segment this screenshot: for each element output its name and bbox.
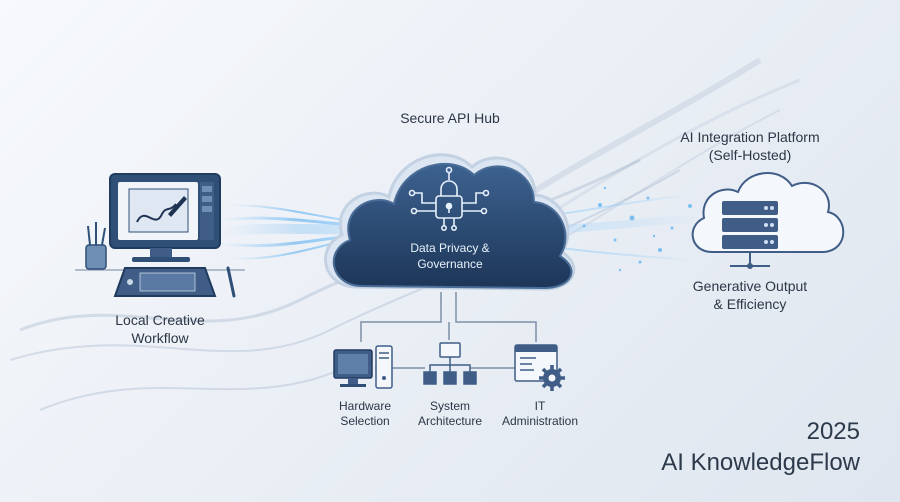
footer-brand: AI KnowledgeFlow [661,449,860,476]
sub-node-it-admin-line1: IT [534,399,546,413]
footer-year: 2025 [806,418,860,445]
hub-title: Secure API Hub [400,110,500,126]
right-node-label: Generative Output & Efficiency [670,277,830,313]
right-node-title-line2: (Self-Hosted) [708,147,792,164]
right-node-label-line2: & Efficiency [713,296,787,313]
sub-node-architecture-label: System Architecture [405,399,495,429]
right-node-title: AI Integration Platform (Self-Hosted) [665,128,835,164]
left-node-label: Local Creative Workflow [90,311,230,347]
sub-node-hardware-label: Hardware Selection [320,399,410,429]
right-node-title-line1: AI Integration Platform [680,129,820,145]
lock-circuit-icon [408,166,490,232]
hierarchy-icon [423,342,477,385]
particle-dots [582,186,692,272]
browser-gear-icon [514,344,565,391]
hub-caption-line1: Data Privacy & [410,241,490,255]
server-cloud-icon [691,172,845,269]
sub-node-hardware-line2: Selection [340,414,390,428]
hub-caption-line2: Governance [417,257,483,272]
left-node-label-line2: Workflow [131,330,189,347]
desktop-computer-icon [333,345,393,389]
sub-node-it-admin-label: IT Administration [490,399,590,429]
sub-node-hardware-line1: Hardware [338,399,392,413]
sub-node-architecture-line1: System [429,399,470,413]
sub-node-architecture-line2: Architecture [417,414,483,428]
creative-workstation-icon [75,173,245,298]
right-node-label-line1: Generative Output [692,278,808,294]
hub-caption: Data Privacy & Governance [395,240,505,272]
sub-node-it-admin-line2: Administration [501,414,579,428]
left-node-label-line1: Local Creative [115,312,205,328]
